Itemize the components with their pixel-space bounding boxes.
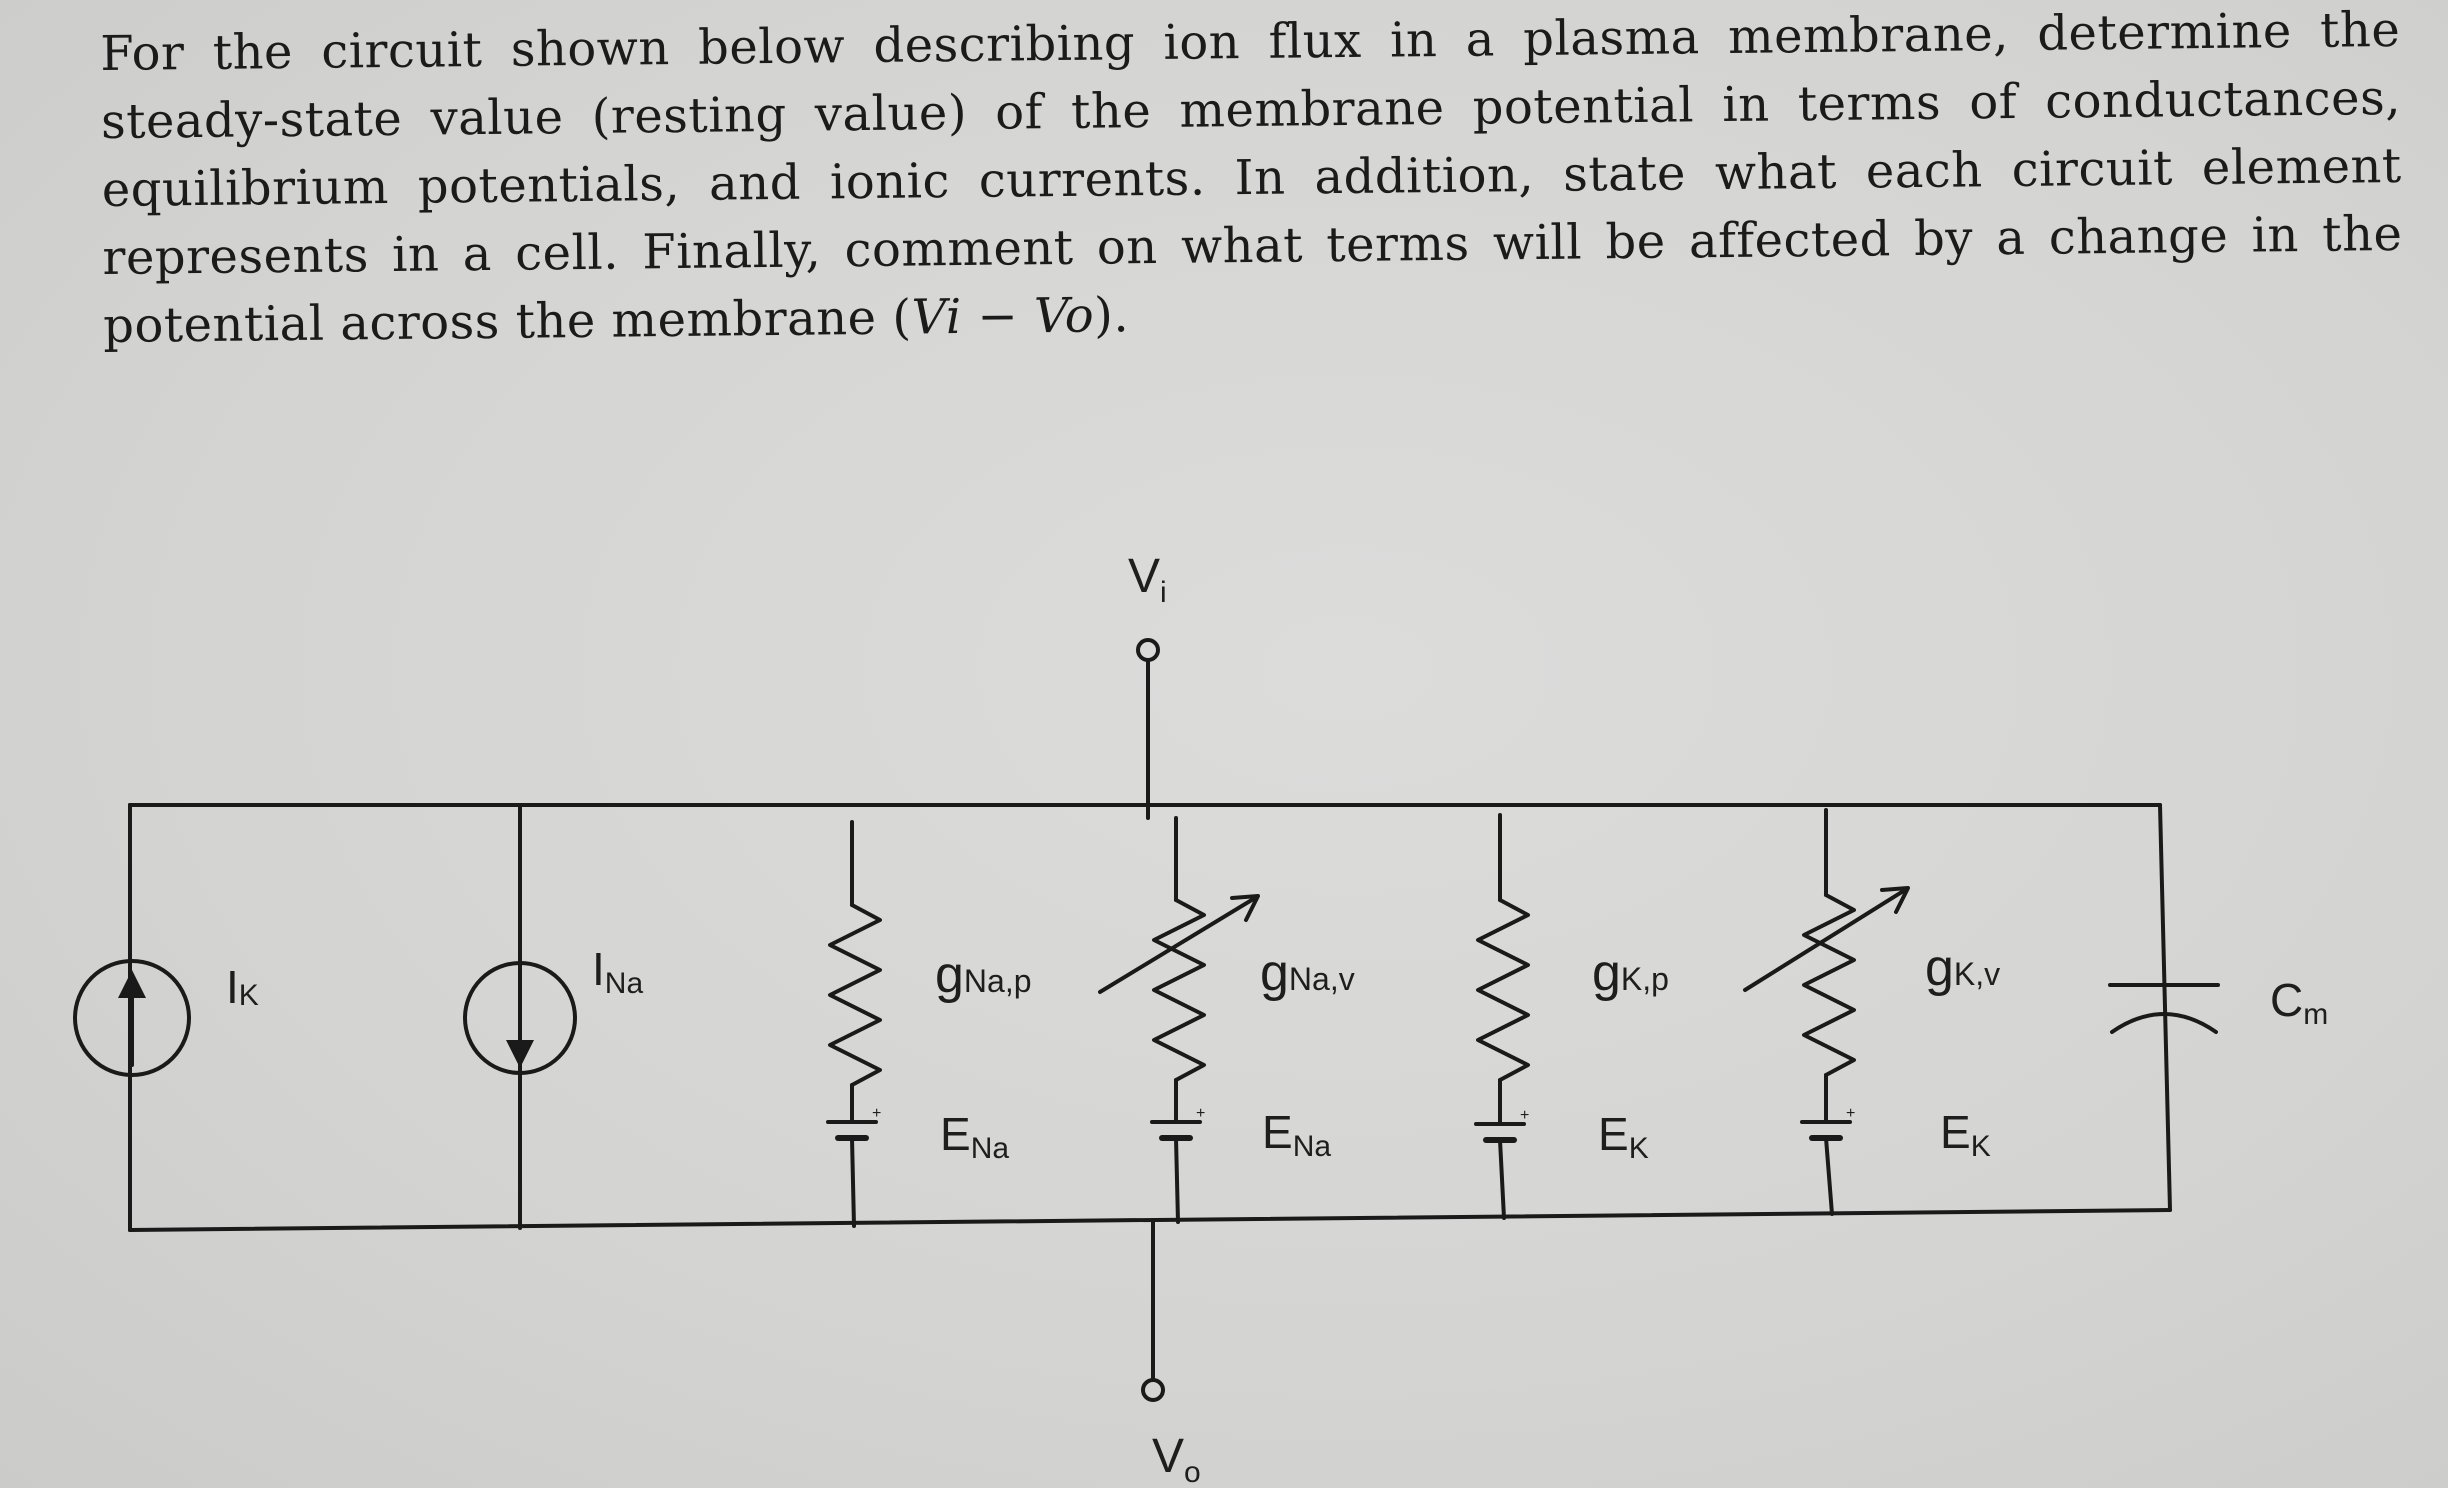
- gnap-label: gNa,p: [935, 946, 1032, 1004]
- gnap-resistor: [828, 903, 882, 1087]
- ina-arrowhead: [506, 1040, 534, 1068]
- gnap-battery-plus: +: [872, 1105, 881, 1122]
- gkv-arrowhead: [1880, 886, 1910, 914]
- vo-terminal[interactable]: [1141, 1378, 1165, 1402]
- ena-label-1: ENa: [940, 1108, 1009, 1165]
- gkp-label: gK,p: [1592, 944, 1669, 1002]
- ina-source-circle: [463, 961, 577, 1075]
- current-arrowheads: [118, 970, 534, 1068]
- gnav-arrowhead: [1230, 894, 1260, 922]
- gkv-resistor: [1802, 893, 1856, 1077]
- battery-polarity-marks: + + + +: [872, 1105, 1855, 1124]
- vi-terminal[interactable]: [1136, 638, 1160, 662]
- gkv-label: gK,v: [1925, 939, 2000, 997]
- circuit-labels: Vi Vo IK INa gNa,p gNa,v gK,p gK,v ENa E…: [226, 550, 2328, 1488]
- right-wire: [2158, 803, 2172, 1212]
- gkp-resistor: [1476, 898, 1530, 1082]
- ek-label-1: EK: [1598, 1108, 1649, 1165]
- vi-label: Vi: [1128, 550, 1167, 609]
- ena-label-2: ENa: [1262, 1106, 1331, 1163]
- gkp-bottom-wire: [1498, 1138, 1506, 1220]
- circuit-wires: [73, 638, 2220, 1402]
- gnav-variable-arrow: [1098, 896, 1257, 994]
- cm-plate-bottom: [2110, 1012, 2218, 1034]
- gnav-label: gNa,v: [1260, 944, 1355, 1002]
- ik-arrowhead: [118, 970, 146, 998]
- gkp-battery-plus: +: [1520, 1107, 1529, 1124]
- ik-source-circle: [73, 959, 191, 1077]
- gkv-variable-arrow: [1743, 888, 1907, 992]
- gnav-resistor: [1152, 898, 1206, 1082]
- gnap-bottom-wire: [850, 1136, 856, 1228]
- gkv-bottom-wire: [1824, 1136, 1834, 1216]
- gnav-bottom-wire: [1174, 1136, 1180, 1224]
- ik-label: IK: [226, 961, 259, 1013]
- ina-label: INa: [592, 943, 643, 1000]
- gkv-battery-plus: +: [1846, 1105, 1855, 1122]
- bottom-rail: [128, 1208, 2172, 1232]
- cm-label: Cm: [2270, 974, 2328, 1031]
- gnav-battery-plus: +: [1196, 1105, 1205, 1122]
- vo-label: Vo: [1152, 1430, 1201, 1488]
- ek-label-2: EK: [1940, 1106, 1991, 1163]
